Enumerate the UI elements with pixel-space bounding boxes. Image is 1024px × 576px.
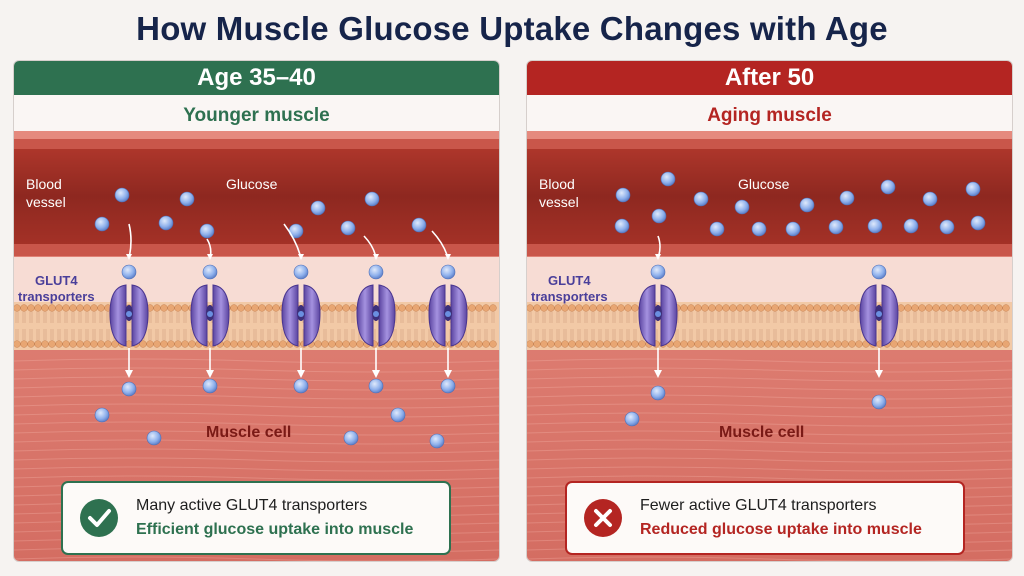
glut4-transporter — [109, 223, 149, 378]
info-text-emphasis: Efficient glucose uptake into muscle — [136, 521, 414, 538]
glucose-molecules-cell — [94, 378, 456, 449]
cross-icon — [584, 499, 622, 537]
younger-scene — [14, 131, 499, 561]
info-box-aging: Fewer active GLUT4 transporters Reduced … — [565, 481, 965, 555]
info-text-primary: Fewer active GLUT4 transporters — [640, 497, 877, 514]
glut4-transporter — [190, 238, 230, 378]
panel-subtitle-younger: Younger muscle — [183, 105, 330, 126]
blood-vessel — [14, 139, 499, 254]
glucose-label: Glucose — [738, 176, 790, 192]
glucose-label: Glucose — [226, 176, 278, 192]
glut4-transporter — [638, 235, 678, 378]
info-box-younger: Many active GLUT4 transporters Efficient… — [61, 481, 451, 555]
panel-header-aging: After 50 — [527, 61, 1012, 95]
page-title: How Muscle Glucose Uptake Changes with A… — [136, 10, 888, 47]
info-text-primary: Many active GLUT4 transporters — [136, 497, 368, 514]
vessel-label: Blood vessel — [539, 176, 579, 210]
glut4-transporter — [281, 223, 321, 378]
glut4-label: GLUT4 transporters — [531, 273, 608, 304]
cell-membrane — [527, 302, 1012, 350]
vessel-label: Blood vessel — [26, 176, 66, 210]
glut4-transporter — [859, 264, 899, 378]
glucose-molecules-vessel — [614, 171, 986, 237]
panel-aging: After 50 Aging muscle Blood vessel Gluco… — [526, 60, 1013, 562]
cell-membrane — [14, 302, 499, 350]
glut4-transporter — [428, 230, 468, 378]
check-icon — [80, 499, 118, 537]
panel-younger: Age 35–40 Younger muscle Blood vessel Gl… — [13, 60, 500, 562]
blood-vessel — [527, 139, 1012, 254]
panel-subtitle-aging: Aging muscle — [707, 105, 832, 126]
glut4-label: GLUT4 transporters — [18, 273, 95, 304]
info-text-emphasis: Reduced glucose uptake into muscle — [640, 521, 922, 538]
muscle-cell-label: Muscle cell — [206, 424, 292, 441]
glucose-molecules-cell — [624, 385, 887, 427]
muscle-cell-label: Muscle cell — [719, 424, 805, 441]
panel-header-younger: Age 35–40 — [14, 61, 499, 95]
glucose-molecules-vessel — [94, 187, 427, 239]
glut4-transporter — [356, 235, 396, 378]
